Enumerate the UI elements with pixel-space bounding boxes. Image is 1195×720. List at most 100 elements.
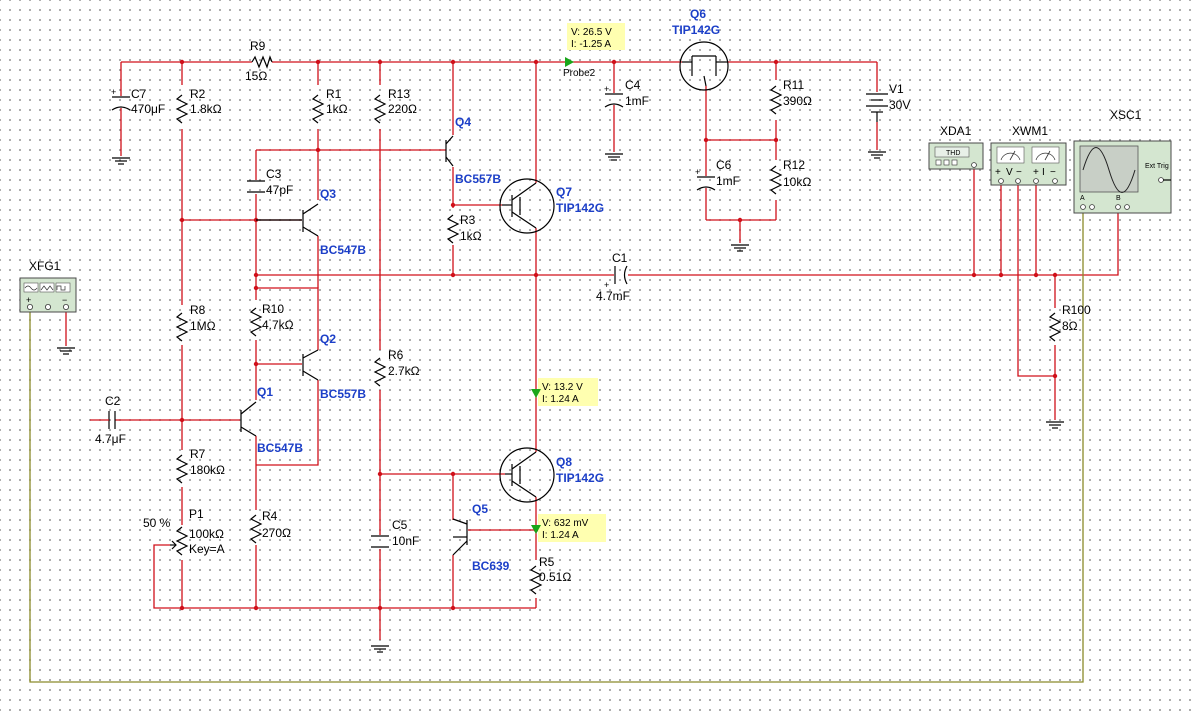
- transistor-Q3[interactable]: Q3 BC547B: [256, 187, 366, 257]
- capacitor-C3[interactable]: C3 47pF: [247, 167, 293, 197]
- Q3-ref: Q3: [320, 187, 336, 201]
- probe-probe2[interactable]: V: 26.5 V I: -1.25 A Probe2: [563, 23, 625, 79]
- R7-value: 180kΩ: [190, 463, 225, 477]
- resistor-R8[interactable]: R8 1MΩ: [175, 303, 216, 342]
- probe2-current: I: -1.25 A: [571, 39, 611, 50]
- svg-text:−: −: [62, 295, 67, 305]
- R11-ref: R11: [783, 78, 804, 92]
- C7-ref: C7: [131, 87, 147, 101]
- transistor-Q6[interactable]: Q6 TIP142G: [672, 7, 729, 91]
- capacitor-C6[interactable]: + C6 1mF: [695, 158, 740, 191]
- V1-ref: V1: [889, 82, 904, 96]
- C3-value: 47pF: [266, 183, 293, 197]
- XWM1-i: I: [1042, 167, 1045, 178]
- R1-value: 1kΩ: [326, 102, 348, 116]
- Q7-value: TIP142G: [556, 201, 604, 215]
- R7-ref: R7: [190, 447, 206, 461]
- instrument-XSC1[interactable]: XSC1 Ext Trig A B: [1073, 108, 1172, 214]
- resistor-R13[interactable]: R13 220Ω: [373, 87, 417, 124]
- R1-ref: R1: [326, 87, 342, 101]
- potentiometer-P1[interactable]: P1 100kΩ Key=A 50 %: [143, 507, 225, 556]
- resistor-R10[interactable]: R10 4.7kΩ: [249, 302, 294, 337]
- XDA1-screen: THD: [946, 150, 960, 157]
- XFG1-ref: XFG1: [29, 259, 61, 273]
- transistor-Q5[interactable]: Q5 BC639: [452, 502, 510, 573]
- XSC1-ext: Ext Trig: [1145, 163, 1169, 170]
- transistor-Q8[interactable]: Q8 TIP142G: [499, 447, 604, 503]
- resistor-R7[interactable]: R7 180kΩ: [175, 447, 225, 484]
- instrument-XDA1[interactable]: XDA1 THD: [928, 124, 984, 170]
- capacitor-C1[interactable]: + C1 4.7mF: [596, 251, 630, 303]
- resistor-R6[interactable]: R6 2.7kΩ: [373, 348, 420, 387]
- C7-value: 470μF: [131, 102, 165, 116]
- XDA1-ref: XDA1: [940, 124, 972, 138]
- Q1-ref: Q1: [257, 385, 273, 399]
- R2-value: 1.8kΩ: [190, 102, 222, 116]
- C4-ref: C4: [625, 78, 641, 92]
- R3-value: 1kΩ: [460, 229, 482, 243]
- resistor-R9[interactable]: R9 15Ω: [245, 39, 273, 83]
- Q8-ref: Q8: [556, 455, 572, 469]
- probe2-voltage: V: 26.5 V: [571, 27, 612, 38]
- C1-ref: C1: [612, 251, 628, 265]
- svg-text:+: +: [995, 167, 1001, 178]
- R4-ref: R4: [262, 509, 278, 523]
- instrument-XWM1[interactable]: XWM1 + V − + I −: [990, 124, 1067, 186]
- svg-text:−: −: [1050, 167, 1056, 178]
- transistor-Q1[interactable]: Q1 BC547B: [240, 385, 303, 455]
- R100-ref: R100: [1062, 303, 1091, 317]
- probe-low[interactable]: V: 632 mV I: 1.24 A: [531, 514, 606, 542]
- probe-low-current: I: 1.24 A: [542, 530, 579, 541]
- capacitor-C2[interactable]: C2 4.7μF: [90, 394, 126, 446]
- XWM1-ref: XWM1: [1012, 124, 1048, 138]
- R13-ref: R13: [388, 87, 410, 101]
- svg-text:+: +: [26, 295, 31, 305]
- capacitor-C7[interactable]: + C7 470μF: [111, 87, 165, 116]
- resistor-R100[interactable]: R100 8Ω: [1048, 303, 1091, 342]
- C6-ref: C6: [716, 158, 732, 172]
- C6-value: 1mF: [716, 174, 740, 188]
- instrument-XFG1[interactable]: XFG1 + −: [19, 259, 77, 313]
- capacitor-C5[interactable]: C5 10nF: [371, 518, 419, 548]
- R9-ref: R9: [250, 39, 266, 53]
- capacitor-C4[interactable]: + C4 1mF: [604, 78, 649, 108]
- probe2-name: Probe2: [563, 68, 596, 79]
- C5-ref: C5: [392, 518, 408, 532]
- XSC1-ref: XSC1: [1110, 108, 1142, 122]
- R8-value: 1MΩ: [190, 319, 216, 333]
- svg-text:+: +: [604, 84, 609, 94]
- Q4-ref: Q4: [455, 115, 471, 129]
- R6-ref: R6: [388, 348, 404, 362]
- resistor-R2[interactable]: R2 1.8kΩ: [175, 87, 222, 124]
- transistor-Q7[interactable]: Q7 TIP142G: [499, 178, 604, 234]
- resistor-R3[interactable]: R3 1kΩ: [446, 213, 482, 244]
- Q5-value: BC639: [472, 559, 510, 573]
- resistor-R11[interactable]: R11 390Ω: [769, 78, 812, 115]
- Q4-value: BC557B: [455, 172, 501, 186]
- R5-ref: R5: [539, 555, 555, 569]
- resistor-R5[interactable]: R5 0.51Ω: [529, 555, 571, 595]
- Q3-value: BC547B: [320, 243, 366, 257]
- R4-value: 270Ω: [262, 526, 291, 540]
- transistor-Q2[interactable]: Q2 BC557B: [302, 332, 366, 401]
- R10-ref: R10: [262, 302, 284, 316]
- Q5-ref: Q5: [472, 502, 488, 516]
- transistor-Q4[interactable]: Q4 BC557B: [445, 115, 501, 186]
- resistor-R4[interactable]: R4 270Ω: [249, 509, 291, 544]
- R12-value: 10kΩ: [783, 175, 811, 189]
- Q2-value: BC557B: [320, 387, 366, 401]
- Q7-ref: Q7: [556, 185, 572, 199]
- probe-mid[interactable]: V: 13.2 V I: 1.24 A: [531, 378, 598, 406]
- resistor-R12[interactable]: R12 10kΩ: [769, 158, 811, 195]
- R9-value: 15Ω: [245, 69, 267, 83]
- resistor-R1[interactable]: R1 1kΩ: [311, 87, 348, 124]
- battery-V1[interactable]: V1 30V: [866, 82, 910, 122]
- R5-value: 0.51Ω: [539, 570, 571, 584]
- probe-low-voltage: V: 632 mV: [542, 518, 589, 529]
- XSC1-b: B: [1116, 195, 1121, 202]
- probe-mid-voltage: V: 13.2 V: [542, 382, 583, 393]
- Q6-value: TIP142G: [672, 23, 720, 37]
- C1-value: 4.7mF: [596, 289, 630, 303]
